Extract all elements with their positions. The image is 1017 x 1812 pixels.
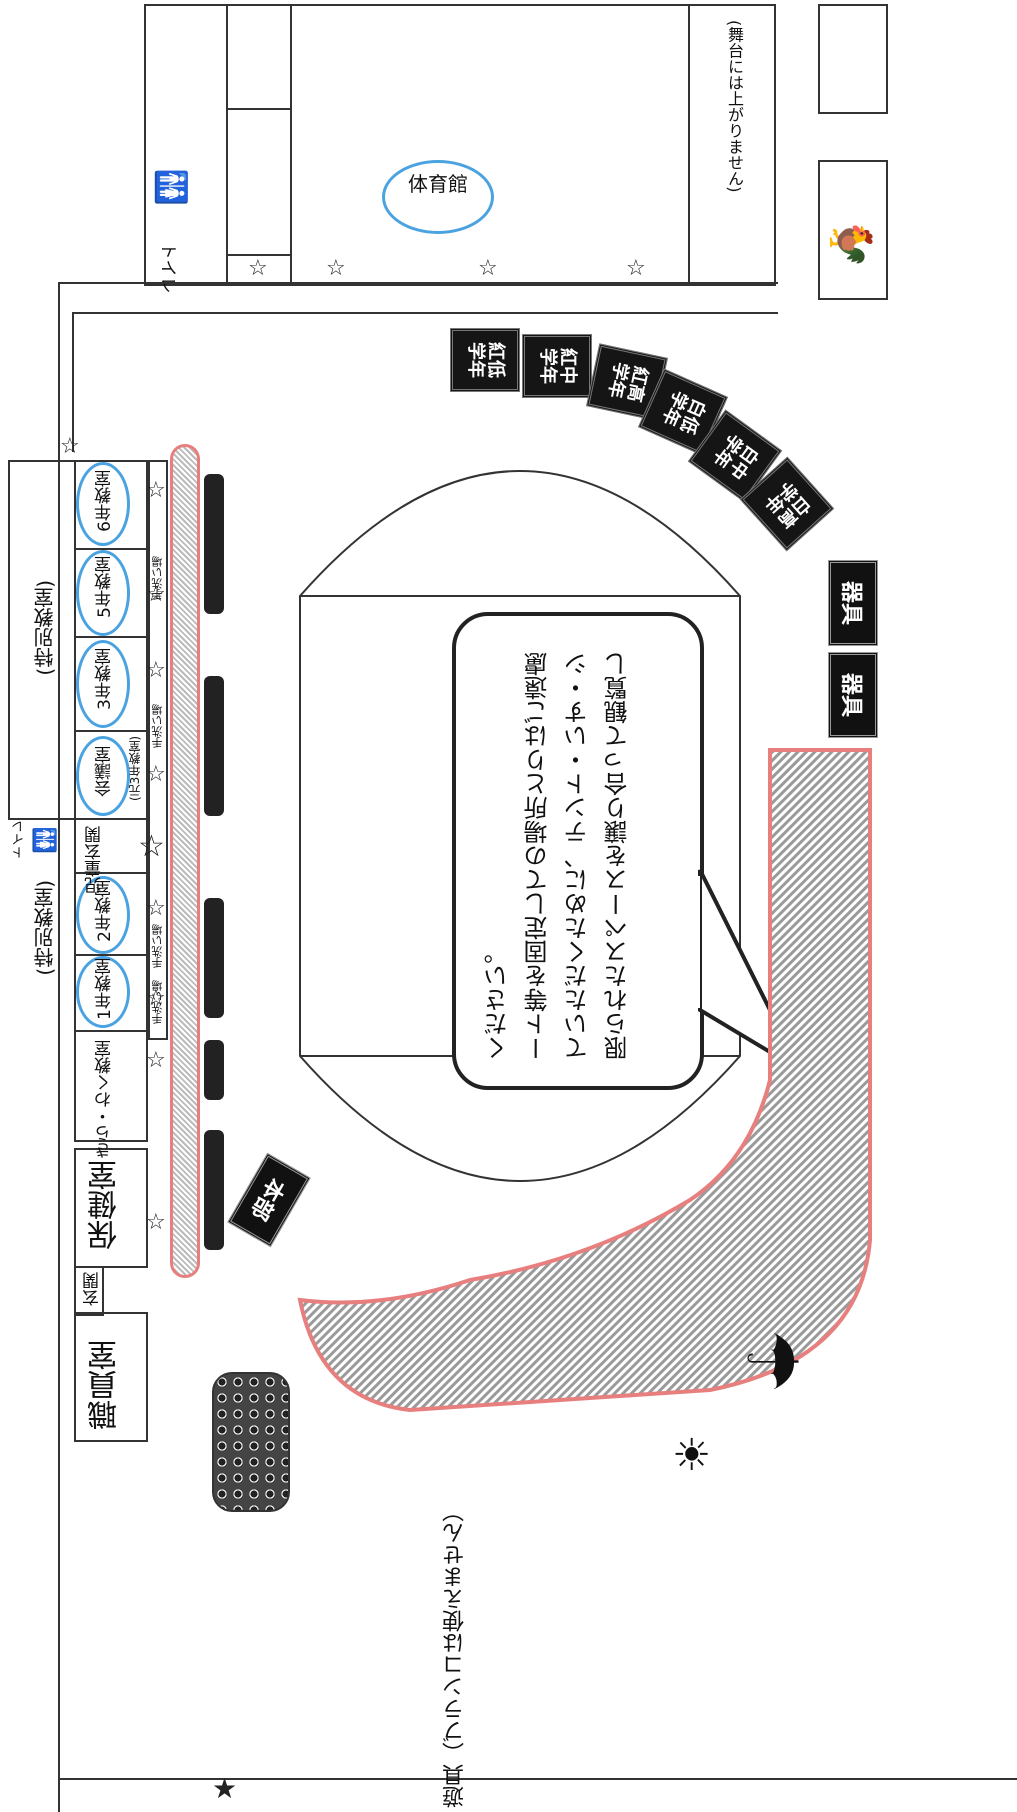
special-classroom-bottom: (特別教室): [33, 880, 57, 976]
right-annex-bottom: [818, 160, 888, 300]
speech-bubble: [452, 612, 704, 1090]
room-health: [74, 1148, 148, 1268]
handwash-column: [148, 460, 168, 1040]
field-boundary-top: [58, 282, 778, 284]
star-icon: ☆: [146, 478, 166, 503]
toilet-label-2: トイレ: [12, 820, 27, 859]
classroom-3-label: 3年教室: [95, 648, 115, 710]
room-5-highlight: [76, 550, 130, 636]
staff-room-label: 職員室: [88, 1340, 123, 1430]
bench-strip: [204, 474, 224, 614]
room-kirawaku: [74, 1030, 148, 1142]
team-tag: 紅低 学年: [450, 328, 520, 392]
bench-strip: [204, 1130, 224, 1250]
star-icon: ☆: [478, 256, 498, 281]
field-boundary-inner: [72, 312, 778, 314]
handwash-label-3: 手洗い場: [151, 924, 164, 968]
field-boundary-bottom: [60, 1778, 1017, 1780]
classroom-2-label: 2年教室: [95, 880, 115, 942]
star-icon: ☆: [326, 256, 346, 281]
room-3-highlight: [76, 640, 130, 728]
team-tag: 紅中 学年: [522, 334, 592, 398]
toilet-icon: 🚻: [153, 168, 189, 207]
chicken-icon: 🐓: [827, 218, 874, 269]
field-boundary-inner-left: [72, 312, 74, 452]
stage-note: (舞台には上がりません): [725, 20, 744, 193]
classroom-5-label: 5年教室: [95, 556, 115, 618]
bench-strip: [204, 898, 224, 1018]
star-icon: ☆: [146, 762, 166, 787]
sun-icon: ☀: [672, 1430, 712, 1481]
star-icon: ☆: [626, 256, 646, 281]
star-icon: ☆: [146, 582, 166, 607]
room-6-highlight: [76, 462, 130, 546]
classroom-1-label: 1年教室: [95, 958, 115, 1020]
bench-strip: [204, 676, 224, 816]
star-icon: ☆: [60, 434, 80, 459]
gym-stub-room: [226, 108, 292, 256]
toilet-icon: 🚻: [31, 826, 57, 855]
gym-highlight: [382, 160, 494, 234]
corridor-viewing-area: [170, 444, 200, 1278]
meeting-room-note: (元3年教室): [128, 736, 142, 801]
star-icon: ☆: [248, 256, 268, 281]
person-umbrella-icon: ☂: [730, 1329, 813, 1393]
room-1-highlight: [76, 956, 130, 1028]
right-annex-top: [818, 4, 888, 114]
star-icon: ☆: [146, 1210, 166, 1235]
field-boundary-left: [58, 282, 60, 1812]
equipment-tag: 器具: [828, 652, 878, 738]
kirawaku-label: きら・わく教室: [95, 1040, 115, 1159]
gym-building: [144, 4, 776, 286]
flower-bed: [212, 1372, 290, 1512]
equipment-tag: 器具: [828, 560, 878, 646]
star-icon: ★: [212, 1772, 238, 1805]
playground-note: 遊具（ブランコは使えません）: [443, 1500, 468, 1808]
star-icon: ☆: [146, 986, 166, 1011]
handwash-label-2: 手洗い場: [151, 704, 164, 748]
right-viewing-area: [297, 748, 872, 1413]
gym-toilet-label: トイレ: [157, 242, 178, 294]
gym-inner-line-3: [688, 4, 690, 286]
special-classroom-top: (特別教室): [33, 580, 57, 676]
health-room-label: 保健室: [88, 1160, 123, 1250]
entrance-label: 玄関: [83, 1272, 103, 1306]
star-icon: ☆: [146, 1048, 166, 1073]
star-icon: ☆: [146, 658, 166, 683]
room-staff: [74, 1312, 148, 1442]
bench-strip: [204, 1040, 224, 1100]
room-2-highlight: [76, 876, 130, 954]
room-entrance: [74, 1266, 104, 1316]
meeting-room-label: 会議室: [95, 746, 115, 797]
star-icon: ☆: [138, 829, 165, 864]
gym-label: 体育館: [408, 172, 468, 196]
room-meeting-highlight: [76, 736, 130, 816]
classroom-6-label: 6年教室: [95, 470, 115, 532]
star-icon: ☆: [146, 896, 166, 921]
